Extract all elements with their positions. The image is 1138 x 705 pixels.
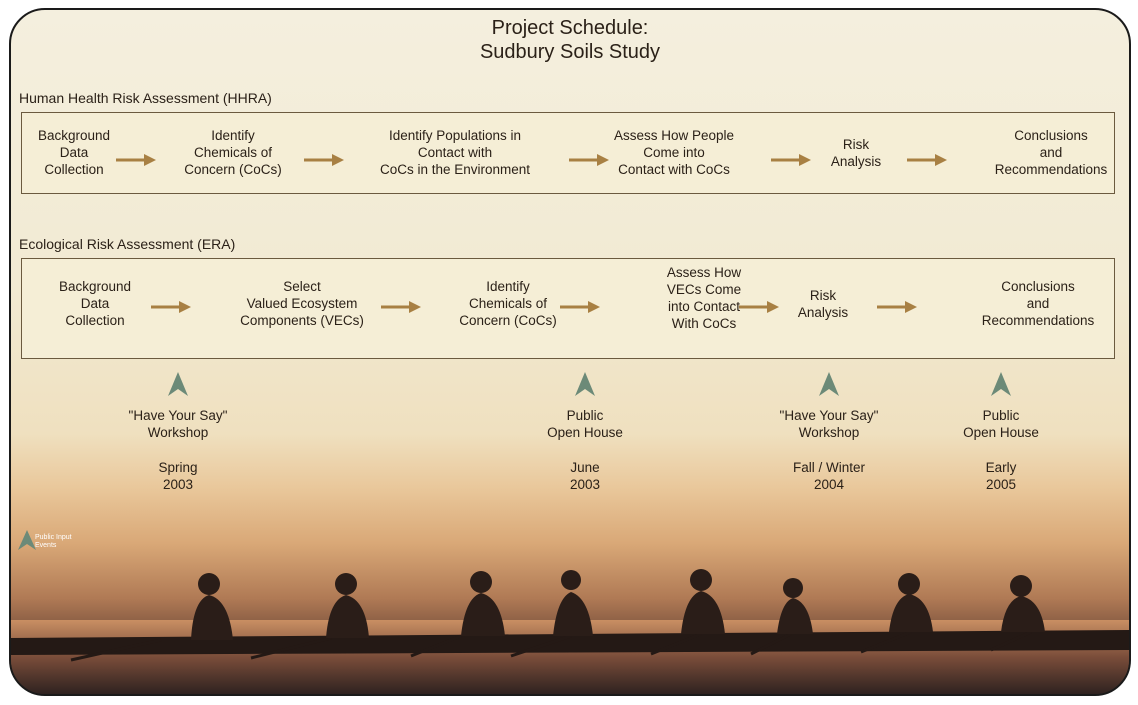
hhra-step-2-line: Chemicals of [193, 145, 273, 160]
event-name-line: Workshop [147, 425, 209, 440]
event-name-line: Open House [547, 425, 623, 440]
era-arrow-1 [151, 301, 191, 313]
legend-line-2: Events [35, 542, 57, 549]
event-marker-icon-4 [991, 372, 1011, 396]
hhra-step-4-line: Come into [643, 145, 705, 160]
event-date-line: June [570, 460, 600, 475]
era-step-2-line: Select [283, 279, 321, 294]
hhra-label: Human Health Risk Assessment (HHRA) [19, 90, 272, 106]
hhra-step-3-line: Identify Populations in [388, 128, 522, 143]
event-date-line: Spring [158, 460, 198, 475]
hhra-step-1-line: Data [59, 145, 89, 160]
era-step-6-line: and [1026, 296, 1050, 311]
hhra-arrow-2 [304, 154, 344, 166]
hhra-arrow-4 [771, 154, 811, 166]
legend-label: Public Input Events [35, 534, 72, 550]
era-step-3-line: Identify [486, 279, 530, 294]
era-step-1-line: Data [80, 296, 110, 311]
event-name-line: "Have Your Say" [128, 408, 228, 423]
event-gap [931, 441, 1071, 459]
event-date-line: Fall / Winter [792, 460, 865, 475]
public-input-event-icon [18, 530, 36, 550]
era-arrow-2 [381, 301, 421, 313]
event-marker-icon-1 [168, 372, 188, 396]
hhra-band [21, 112, 1115, 194]
hhra-arrow-3 [569, 154, 609, 166]
event-name-line: Workshop [798, 425, 860, 440]
event-gap [759, 441, 899, 459]
hhra-step-3-line: CoCs in the Environment [379, 162, 531, 177]
era-step-5-line: Analysis [797, 305, 849, 320]
era-step-4-line: VECs Come [666, 282, 742, 297]
event-gap [515, 441, 655, 459]
hhra-step-6-line: Recommendations [994, 162, 1108, 177]
title-line-1: Project Schedule: [491, 17, 649, 39]
legend-line-1: Public Input [35, 534, 72, 541]
hhra-step-2-line: Identify [211, 128, 255, 143]
hhra-step-5-line: Risk [842, 137, 870, 152]
event-date-line: 2003 [162, 477, 194, 492]
era-step-6-line: Recommendations [981, 313, 1095, 328]
hhra-step-5-line: Analysis [830, 154, 882, 169]
hhra-step-4-line: Contact with CoCs [618, 162, 730, 177]
event-name-line: Public [982, 408, 1020, 423]
event-name-line: Public [566, 408, 604, 423]
era-step-4-line: Assess How [666, 265, 742, 280]
hhra-step-3-line: Contact with [417, 145, 493, 160]
era-arrow-3 [560, 301, 600, 313]
era-label: Ecological Risk Assessment (ERA) [19, 236, 236, 252]
event-date-line: 2003 [569, 477, 601, 492]
event-name-line: "Have Your Say" [779, 408, 879, 423]
hhra-step-6-line: Conclusions [1014, 128, 1088, 143]
era-step-5-line: Risk [809, 288, 837, 303]
era-step-3-line: Concern (CoCs) [459, 313, 557, 328]
era-step-4-line: With CoCs [671, 316, 737, 331]
event-date-line: Early [985, 460, 1017, 475]
era-step-2-line: Valued Ecosystem [246, 296, 358, 311]
event-marker-icon-3 [819, 372, 839, 396]
hhra-step-1-line: Background [37, 128, 111, 143]
schedule-frame: Project Schedule: Sudbury Soils Study Hu… [9, 8, 1131, 696]
title-line-2: Sudbury Soils Study [479, 41, 661, 63]
era-step-6-line: Conclusions [1001, 279, 1075, 294]
hhra-arrow-1 [116, 154, 156, 166]
rowing-scene-image [11, 569, 1129, 694]
page-title: Project Schedule: Sudbury Soils Study [11, 16, 1129, 64]
era-step-1-line: Collection [65, 313, 125, 328]
era-arrow-4 [739, 301, 779, 313]
hhra-step-2-line: Concern (CoCs) [184, 162, 282, 177]
event-date-line: 2004 [813, 477, 845, 492]
hhra-step-1-line: Collection [44, 162, 104, 177]
hhra-step-6-line: and [1039, 145, 1063, 160]
era-step-1-line: Background [58, 279, 132, 294]
event-gap [108, 441, 248, 459]
era-arrow-5 [877, 301, 917, 313]
event-name-line: Open House [963, 425, 1039, 440]
era-step-4-line: into Contact [667, 299, 741, 314]
era-step-3-line: Chemicals of [468, 296, 548, 311]
event-date-line: 2005 [985, 477, 1017, 492]
era-step-2-line: Components (VECs) [240, 313, 364, 328]
hhra-step-4-line: Assess How People [613, 128, 735, 143]
event-marker-icon-2 [575, 372, 595, 396]
hhra-arrow-5 [907, 154, 947, 166]
